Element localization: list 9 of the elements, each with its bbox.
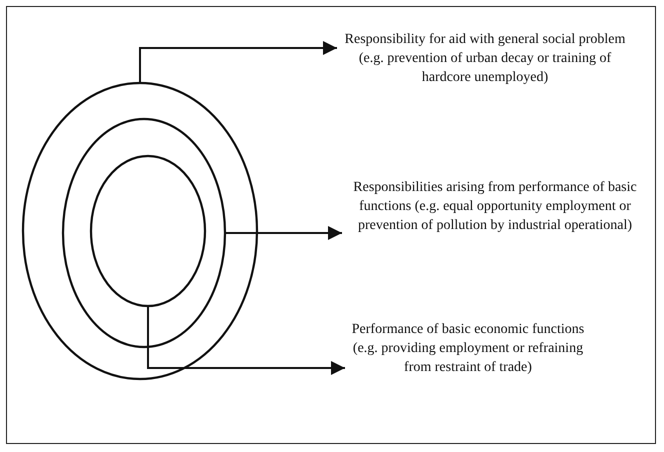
- ring-ellipse: [62, 118, 226, 348]
- description-text: Performance of basic economic functions (e.g. providing employment or refraining from restraint of trade): [348, 320, 588, 400]
- ring-ellipse: [22, 82, 258, 380]
- arrow: [226, 226, 342, 240]
- arrow: [147, 307, 345, 375]
- description-text: Responsibilities arising from performance of basic functions (e.g. equal opportunity employment or prevention of pollution by industrial operational): [345, 178, 645, 258]
- arrow: [139, 41, 337, 82]
- ring-ellipse: [90, 155, 206, 307]
- description-text: Responsibility for aid with general social problem (e.g. prevention of urban decay or training of hardcore unemployed): [340, 30, 630, 110]
